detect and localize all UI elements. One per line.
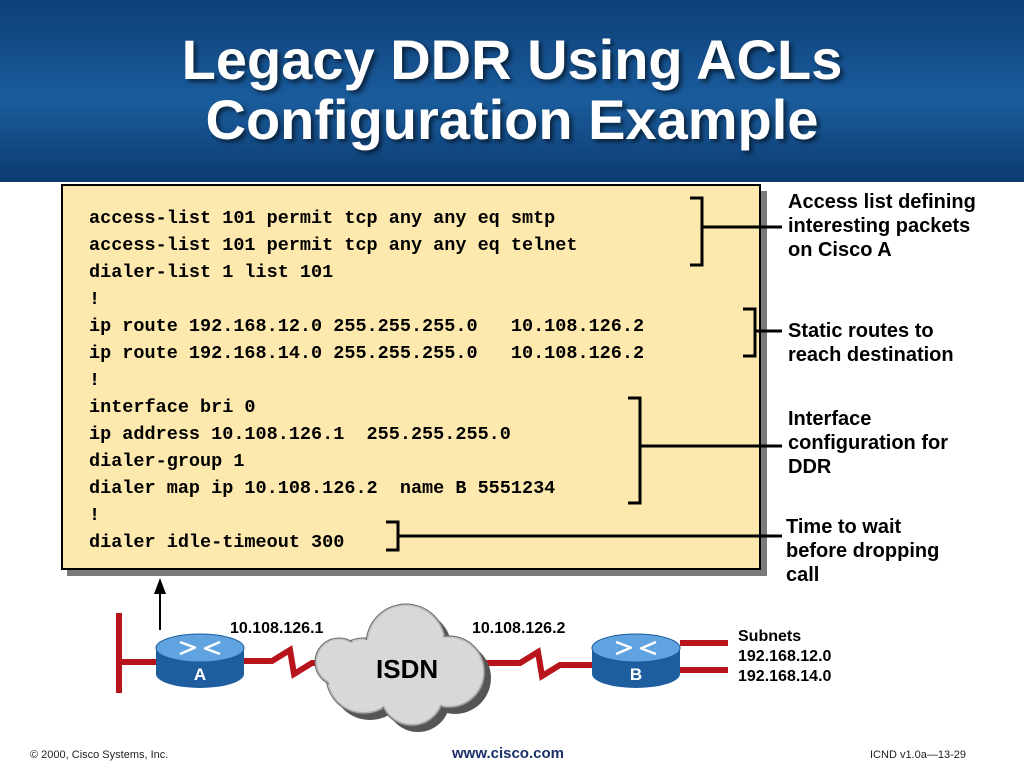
- router-a-icon: [155, 633, 245, 688]
- note-idle-timeout: Time to wait before dropping call: [786, 515, 939, 587]
- config-line: !: [89, 289, 101, 310]
- isdn-cloud: [314, 603, 491, 732]
- note-line: reach destination: [788, 344, 954, 366]
- note-line: before dropping: [786, 540, 940, 562]
- note-access-list: Access list defining interesting packets…: [788, 190, 976, 262]
- note-line: interesting packets: [788, 215, 971, 237]
- slide-title-line-1: Legacy DDR Using ACLs: [181, 28, 843, 91]
- config-line: interface bri 0: [89, 397, 256, 418]
- lan-link-a: [122, 659, 160, 665]
- ip-label-b: 10.108.126.2: [472, 620, 566, 637]
- lan-segment-left: [116, 613, 122, 693]
- config-line: dialer map ip 10.108.126.2 name B 555123…: [89, 478, 556, 499]
- note-line: DDR: [788, 456, 832, 478]
- note-line: call: [786, 564, 820, 586]
- router-b-icon: [591, 633, 681, 688]
- slide-title-line-2: Configuration Example: [205, 88, 819, 151]
- copyright: © 2000, Cisco Systems, Inc.: [30, 749, 169, 761]
- config-line: access-list 101 permit tcp any any eq te…: [89, 235, 578, 256]
- isdn-link-b: [478, 647, 600, 681]
- title-banner: Legacy DDR Using ACLs Configuration Exam…: [0, 0, 1024, 182]
- bracket-access-list: [690, 196, 782, 267]
- bracket-static-routes: [743, 307, 782, 358]
- subnet-2: 192.168.14.0: [738, 668, 832, 685]
- config-line: ip address 10.108.126.1 255.255.255.0: [89, 424, 511, 445]
- note-line: on Cisco A: [788, 239, 892, 261]
- ip-label-a: 10.108.126.1: [230, 620, 324, 637]
- isdn-label: ISDN: [376, 654, 439, 684]
- router-b-label: B: [629, 665, 643, 684]
- note-interface: Interface configuration for DDR: [788, 407, 948, 479]
- subnets-label: Subnets 192.168.12.0 192.168.14.0: [738, 627, 831, 687]
- note-line: Interface: [788, 408, 872, 430]
- subnet-link-2: [680, 667, 728, 673]
- config-line: dialer-list 1 list 101: [89, 262, 334, 283]
- note-line: Static routes to: [788, 320, 934, 342]
- subnets-title: Subnets: [738, 628, 802, 645]
- router-a-label: A: [193, 665, 207, 684]
- subnet-link-1: [680, 640, 728, 646]
- config-line: dialer idle-timeout 300: [89, 532, 345, 553]
- note-line: configuration for: [788, 432, 948, 454]
- footer-url[interactable]: www.cisco.com: [452, 745, 564, 762]
- config-box: access-list 101 permit tcp any any eq sm…: [61, 184, 761, 570]
- note-line: Time to wait: [786, 516, 902, 538]
- bracket-interface: [628, 396, 782, 505]
- note-line: Access list defining: [788, 191, 976, 213]
- note-static-routes: Static routes to reach destination: [788, 319, 954, 367]
- subnet-1: 192.168.12.0: [738, 648, 832, 665]
- config-line: !: [89, 505, 101, 526]
- config-line: ip route 192.168.14.0 255.255.255.0 10.1…: [89, 343, 645, 364]
- bracket-idle-timeout: [386, 520, 782, 552]
- config-line: !: [89, 370, 101, 391]
- course-code: ICND v1.0a—13-29: [870, 749, 966, 761]
- config-line: dialer-group 1: [89, 451, 245, 472]
- config-line: ip route 192.168.12.0 255.255.255.0 10.1…: [89, 316, 645, 337]
- arrow-up-icon: [154, 578, 166, 630]
- config-line: access-list 101 permit tcp any any eq sm…: [89, 208, 556, 229]
